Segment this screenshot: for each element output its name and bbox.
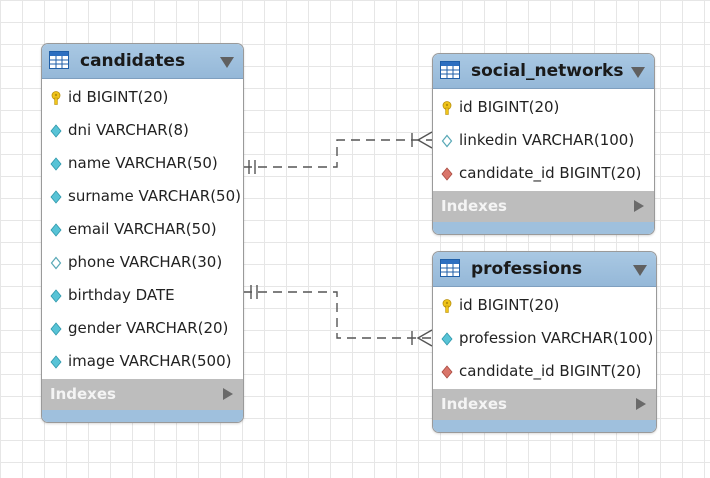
- nullable-column-icon: [50, 256, 62, 270]
- chevron-down-icon[interactable]: [633, 265, 647, 276]
- column-diamond-icon: [50, 124, 62, 138]
- column-row[interactable]: name VARCHAR(50): [42, 147, 243, 180]
- column-label: surname VARCHAR(50): [68, 187, 241, 205]
- chevron-down-icon[interactable]: [220, 57, 234, 68]
- table-icon: [49, 51, 69, 69]
- column-row[interactable]: phone VARCHAR(30): [42, 246, 243, 279]
- expand-arrow-icon[interactable]: [634, 200, 644, 212]
- column-diamond-icon: [50, 322, 62, 336]
- table-title: candidates: [80, 51, 186, 71]
- foreign-key-icon: [441, 365, 453, 379]
- table-header[interactable]: professions: [433, 252, 656, 287]
- column-row[interactable]: candidate_id BIGINT(20): [433, 157, 654, 190]
- column-row[interactable]: surname VARCHAR(50): [42, 180, 243, 213]
- indexes-bar[interactable]: Indexes: [42, 379, 243, 410]
- foreign-key-icon: [441, 167, 453, 181]
- candidates-table[interactable]: candidates id BIGINT(20) dni VARCHAR(8) na…: [41, 43, 244, 423]
- expand-arrow-icon[interactable]: [223, 388, 233, 400]
- relationship-line-social-networks[interactable]: [243, 139, 432, 168]
- table-footer: [433, 222, 654, 234]
- column-row[interactable]: id BIGINT(20): [433, 289, 656, 322]
- column-label: name VARCHAR(50): [68, 154, 218, 172]
- column-row[interactable]: gender VARCHAR(20): [42, 312, 243, 345]
- indexes-label: Indexes: [441, 395, 507, 413]
- column-list: id BIGINT(20) dni VARCHAR(8) name VARCHAR(…: [42, 79, 243, 379]
- table-icon: [440, 259, 460, 277]
- crows-foot-mark: [416, 131, 433, 149]
- nullable-column-icon: [441, 134, 453, 148]
- column-row[interactable]: linkedin VARCHAR(100): [433, 124, 654, 157]
- table-title: social_networks: [471, 61, 624, 81]
- column-label: id BIGINT(20): [459, 296, 560, 314]
- indexes-label: Indexes: [50, 385, 116, 403]
- column-row[interactable]: email VARCHAR(50): [42, 213, 243, 246]
- crows-foot-mark: [416, 329, 433, 347]
- column-label: birthday DATE: [68, 286, 175, 304]
- column-label: candidate_id BIGINT(20): [459, 362, 642, 380]
- column-list: id BIGINT(20) linkedin VARCHAR(100) candid…: [433, 89, 654, 191]
- social-networks-table[interactable]: social_networks id BIGINT(20) linkedin VA…: [432, 53, 655, 235]
- table-header[interactable]: social_networks: [433, 54, 654, 89]
- table-header[interactable]: candidates: [42, 44, 243, 79]
- column-label: gender VARCHAR(20): [68, 319, 229, 337]
- table-footer: [42, 410, 243, 422]
- column-row[interactable]: image VARCHAR(500): [42, 345, 243, 378]
- primary-key-icon: [442, 101, 452, 115]
- column-label: dni VARCHAR(8): [68, 121, 189, 139]
- column-row[interactable]: profession VARCHAR(100): [433, 322, 656, 355]
- indexes-bar[interactable]: Indexes: [433, 191, 654, 222]
- column-label: phone VARCHAR(30): [68, 253, 223, 271]
- column-row[interactable]: id BIGINT(20): [42, 81, 243, 114]
- primary-key-icon: [442, 299, 452, 313]
- chevron-down-icon[interactable]: [631, 67, 645, 78]
- column-label: id BIGINT(20): [68, 88, 169, 106]
- table-icon: [440, 61, 460, 79]
- primary-key-icon: [51, 91, 61, 105]
- table-title: professions: [471, 259, 583, 279]
- column-diamond-icon: [50, 355, 62, 369]
- indexes-bar[interactable]: Indexes: [433, 389, 656, 420]
- column-diamond-icon: [50, 157, 62, 171]
- column-row[interactable]: birthday DATE: [42, 279, 243, 312]
- column-label: email VARCHAR(50): [68, 220, 217, 238]
- column-label: id BIGINT(20): [459, 98, 560, 116]
- column-label: image VARCHAR(500): [68, 352, 232, 370]
- expand-arrow-icon[interactable]: [636, 398, 646, 410]
- column-row[interactable]: id BIGINT(20): [433, 91, 654, 124]
- column-label: candidate_id BIGINT(20): [459, 164, 642, 182]
- column-diamond-icon: [50, 190, 62, 204]
- professions-table[interactable]: professions id BIGINT(20) profession VARC…: [432, 251, 657, 433]
- relationship-line-professions[interactable]: [243, 291, 432, 339]
- column-label: linkedin VARCHAR(100): [459, 131, 635, 149]
- column-row[interactable]: candidate_id BIGINT(20): [433, 355, 656, 388]
- indexes-label: Indexes: [441, 197, 507, 215]
- column-diamond-icon: [441, 332, 453, 346]
- table-footer: [433, 420, 656, 432]
- column-row[interactable]: dni VARCHAR(8): [42, 114, 243, 147]
- column-diamond-icon: [50, 223, 62, 237]
- column-diamond-icon: [50, 289, 62, 303]
- column-list: id BIGINT(20) profession VARCHAR(100) cand…: [433, 287, 656, 389]
- column-label: profession VARCHAR(100): [459, 329, 654, 347]
